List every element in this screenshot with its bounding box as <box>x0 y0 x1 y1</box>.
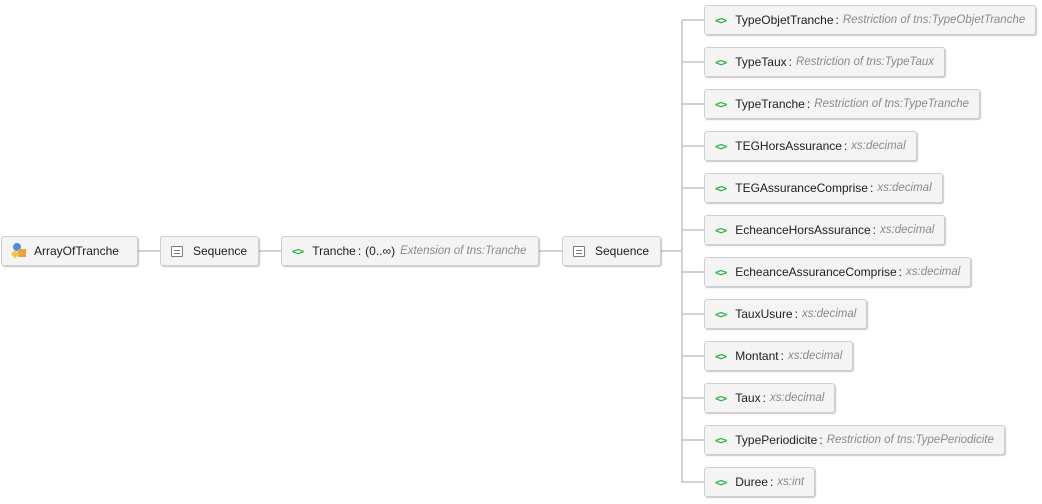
node-type: xs:decimal <box>906 266 961 278</box>
sequence-icon <box>573 245 585 257</box>
name-type-separator: : <box>835 13 839 27</box>
name-type-separator: : <box>843 139 848 153</box>
node-type: xs:decimal <box>851 140 906 152</box>
child-element-node[interactable]: <> TypePeriodicite:Restriction of tns:Typ… <box>704 425 1005 455</box>
element-icon: <> <box>715 181 727 195</box>
name-type-separator: : <box>794 307 798 321</box>
child-element-node[interactable]: <> EcheanceHorsAssurance: xs:decimal <box>704 215 946 245</box>
node-type: xs:decimal <box>877 182 932 194</box>
node-type: xs:decimal <box>880 224 935 236</box>
sequence-label: Sequence <box>595 244 650 258</box>
child-element-node[interactable]: <> TEGHorsAssurance:xs:decimal <box>704 131 917 161</box>
node-name: TauxUsure <box>735 307 793 321</box>
sequence-icon <box>171 245 183 257</box>
sequence-label: Sequence <box>193 244 248 258</box>
name-type-separator: : <box>872 223 876 237</box>
child-element-node[interactable]: <> Duree:xs:int <box>704 467 816 497</box>
node-type: xs:int <box>777 476 805 488</box>
node-name: EcheanceAssuranceComprise <box>735 265 897 279</box>
node-type: Restriction of tns:TypeTaux <box>795 56 935 68</box>
element-icon: <> <box>715 391 727 405</box>
child-element-node[interactable]: <> TypeObjetTranche:Restriction of tns:Ty… <box>704 5 1037 35</box>
element-icon: <> <box>715 349 727 363</box>
element-icon: <> <box>715 13 727 27</box>
node-type: Extension of tns:Tranche <box>400 245 527 257</box>
element-icon: <> <box>715 475 727 489</box>
element-icon: <> <box>292 244 304 258</box>
element-icon: <> <box>715 55 727 69</box>
node-name: Taux <box>735 391 761 405</box>
node-type: xs:decimal <box>787 350 843 362</box>
child-element-node[interactable]: <> Taux:xs:decimal <box>704 383 836 413</box>
name-type-separator: : <box>819 433 823 447</box>
complex-type-icon <box>10 243 28 259</box>
node-name: TEGHorsAssurance <box>735 139 842 153</box>
node-name: Tranche <box>312 244 356 258</box>
child-element-node[interactable]: <> TypeTranche:Restriction of tns:TypeTra… <box>704 89 981 119</box>
name-type-separator: : <box>869 181 874 195</box>
node-name: TEGAssuranceComprise <box>735 181 868 195</box>
name-type-separator: : <box>898 265 903 279</box>
name-type-separator: : <box>769 475 774 489</box>
name-type-separator: : <box>806 97 811 111</box>
child-element-node[interactable]: <> TEGAssuranceComprise:xs:decimal <box>704 173 943 203</box>
node-name: TypePeriodicite <box>735 433 818 447</box>
child-element-node[interactable]: <> TauxUsure:xs:decimal <box>704 299 868 329</box>
element-icon: <> <box>715 223 727 237</box>
node-type: Restriction of tns:TypeObjetTranche <box>842 14 1026 26</box>
name-type-separator: : <box>780 349 784 363</box>
element-icon: <> <box>715 97 727 111</box>
outer-sequence-node[interactable]: Sequence <box>160 236 259 266</box>
name-type-separator: : <box>357 244 362 258</box>
name-type-separator: : <box>762 391 766 405</box>
node-name: Duree <box>735 475 768 489</box>
element-icon: <> <box>715 265 727 279</box>
node-type: Restriction of tns:TypeTranche <box>814 98 970 110</box>
node-name: Montant <box>735 349 779 363</box>
name-type-separator: : <box>788 55 792 69</box>
node-name: ArrayOfTranche <box>34 244 119 258</box>
array-of-tranche-node[interactable]: ArrayOfTranche <box>1 236 138 266</box>
child-element-node[interactable]: <> TypeTaux:Restriction of tns:TypeTaux <box>704 47 946 77</box>
node-name: TypeTranche <box>735 97 805 111</box>
node-name: TypeObjetTranche <box>735 13 834 27</box>
element-icon: <> <box>715 139 727 153</box>
node-type: Restriction of tns:TypePeriodicite <box>826 434 994 446</box>
node-name: TypeTaux <box>735 55 787 69</box>
node-name: EcheanceHorsAssurance <box>735 223 871 237</box>
element-icon: <> <box>715 307 727 321</box>
child-branches <box>682 19 704 483</box>
element-icon: <> <box>715 433 727 447</box>
inner-sequence-node[interactable]: Sequence <box>562 236 661 266</box>
node-type: xs:decimal <box>769 392 825 404</box>
child-element-node[interactable]: <> Montant:xs:decimal <box>704 341 854 371</box>
child-element-node[interactable]: <> EcheanceAssuranceComprise:xs:decimal <box>704 257 972 287</box>
occurrence-range: (0..∞) <box>365 244 396 258</box>
tranche-node[interactable]: <> Tranche : (0..∞) Extension of tns:Tra… <box>281 236 539 266</box>
node-type: xs:decimal <box>801 308 857 320</box>
